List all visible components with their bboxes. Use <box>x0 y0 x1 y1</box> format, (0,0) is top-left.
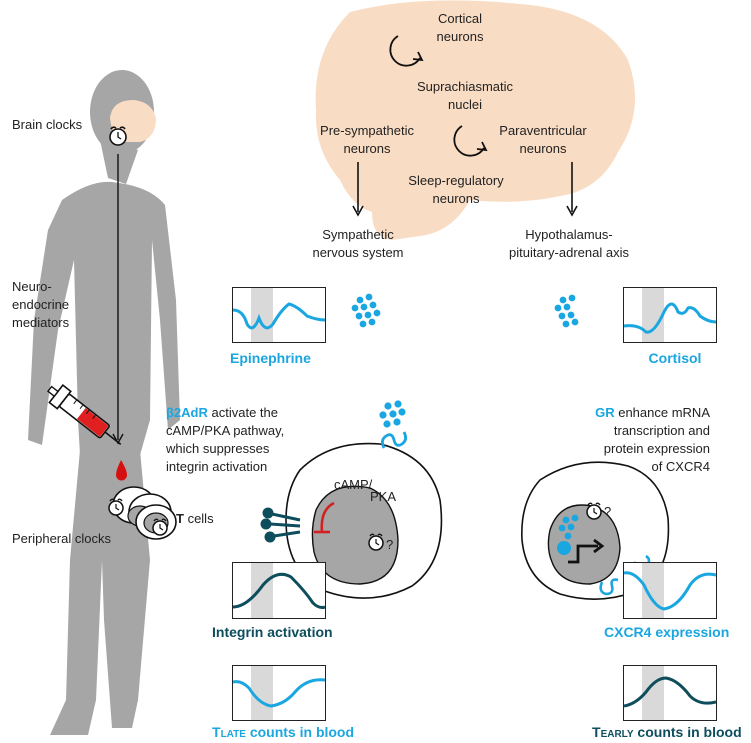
t-cells-suffix: cells <box>183 511 214 526</box>
cortisol-molecules <box>554 294 579 328</box>
left-desc-line-4: integrin activation <box>166 459 268 474</box>
tearly-prefix: T <box>592 724 601 740</box>
cxcr4-receptor-icon <box>599 578 619 596</box>
left-question-mark: ? <box>386 537 394 552</box>
cortisol-label: Cortisol <box>648 350 702 366</box>
torso-arms <box>28 181 180 455</box>
integrin-rhythm-plot <box>232 562 326 619</box>
night-band <box>642 288 664 342</box>
tearly-rest: counts in blood <box>633 724 742 740</box>
cortical-label-2: neurons <box>436 29 484 44</box>
presym-label-2: neurons <box>343 141 391 156</box>
syringe-icon <box>46 384 122 445</box>
cxcr4-expression-label: CXCR4 expression <box>604 624 730 640</box>
cxcr4-rhythm-plot <box>623 562 717 619</box>
receptor-epinephrine <box>379 400 406 428</box>
epinephrine-molecules <box>351 293 381 328</box>
night-band <box>642 563 664 618</box>
night-band <box>251 288 273 342</box>
t-cells-prefix: T <box>176 511 184 526</box>
neuroendocrine-label-2: endocrine <box>12 297 70 312</box>
beta2adr-receptor-icon <box>381 431 407 449</box>
blood-drop-icon <box>116 460 127 481</box>
tearly-counts-plot <box>623 665 717 721</box>
cortisol-rhythm-plot <box>623 287 717 343</box>
sleep-label-2: neurons <box>432 191 480 206</box>
brain-clock-icon <box>109 126 127 146</box>
late-t-cell-nucleus <box>311 485 399 585</box>
cortical-label-1: Cortical <box>437 11 483 26</box>
gr-receptor-icon <box>557 541 571 555</box>
scn-cycle-arrowhead-top <box>412 51 424 62</box>
tlate-counts-plot <box>232 665 326 721</box>
left-desc-line-1: β2AdR activate the <box>166 404 278 421</box>
hpa-label-1: Hypothalamus- <box>525 227 613 242</box>
beta2adr-label: β2AdR <box>166 405 208 420</box>
early-t-cell-nucleus <box>547 504 621 585</box>
epinephrine-rhythm-plot <box>232 287 326 343</box>
sns-label-1: Sympathetic <box>322 227 394 242</box>
scn-cycle-arrow-top <box>389 35 421 67</box>
presym-label-1: Pre-sympathetic <box>320 123 414 138</box>
sleep-label-1: Sleep-regulatory <box>408 173 504 188</box>
neuroendocrine-label-3: mediators <box>12 315 70 330</box>
scn-cycle-arrowhead-bottom <box>476 141 488 152</box>
right-question-mark: ? <box>604 504 612 519</box>
t-cell-cluster <box>108 486 177 540</box>
night-band <box>251 563 273 618</box>
integrin-activation-label: Integrin activation <box>212 624 333 640</box>
t-cells-label: T cells <box>176 510 214 527</box>
brain-clocks-label: Brain clocks <box>12 117 83 132</box>
right-desc-line-1: GR enhance mRNA <box>560 404 710 421</box>
pvn-label-1: Paraventricular <box>499 123 587 138</box>
tearly-counts-label: TEARLY counts in blood <box>592 724 742 743</box>
integrin-icons <box>260 507 301 543</box>
pvn-label-2: neurons <box>519 141 567 156</box>
right-desc-line-2: transcription and <box>613 423 710 438</box>
left-desc-line-3: which suppresses <box>166 441 270 456</box>
right-desc-1-rest: enhance mRNA <box>614 405 710 420</box>
tlate-counts-label: TLATE counts in blood <box>212 724 354 743</box>
left-desc-1-rest: activate the <box>207 405 279 420</box>
left-desc-line-2: cAMP/PKA pathway, <box>166 423 285 438</box>
gr-label: GR <box>595 405 615 420</box>
inhibition-arrow <box>320 501 335 533</box>
neck <box>100 140 138 184</box>
late-t-cell <box>260 400 443 599</box>
intracellular-cortisol <box>558 514 579 540</box>
hpa-label-2: pituitary-adrenal axis <box>509 245 629 260</box>
pka-label: PKA <box>370 489 397 504</box>
right-desc-line-3: protein expression <box>603 441 710 456</box>
sns-label-2: nervous system <box>312 245 404 260</box>
peripheral-clocks-label: Peripheral clocks <box>12 531 111 546</box>
tlate-sub: LATE <box>220 729 246 740</box>
camp-label: cAMP/ <box>334 477 373 492</box>
neuroendocrine-label-1: Neuro- <box>12 279 52 294</box>
epinephrine-label: Epinephrine <box>230 350 311 366</box>
transcription-arrow <box>568 544 598 564</box>
pvn-arrowhead <box>566 205 578 217</box>
tearly-sub: EARLY <box>600 729 634 740</box>
presym-arrowhead <box>352 205 364 217</box>
tlate-prefix: T <box>212 724 221 740</box>
scn-label-2: nuclei <box>448 97 482 112</box>
scn-label-1: Suprachiasmatic <box>416 79 514 94</box>
scn-cycle-arrow-bottom <box>453 125 485 157</box>
right-desc-line-4: of CXCR4 <box>651 459 710 474</box>
tlate-rest: counts in blood <box>245 724 355 740</box>
